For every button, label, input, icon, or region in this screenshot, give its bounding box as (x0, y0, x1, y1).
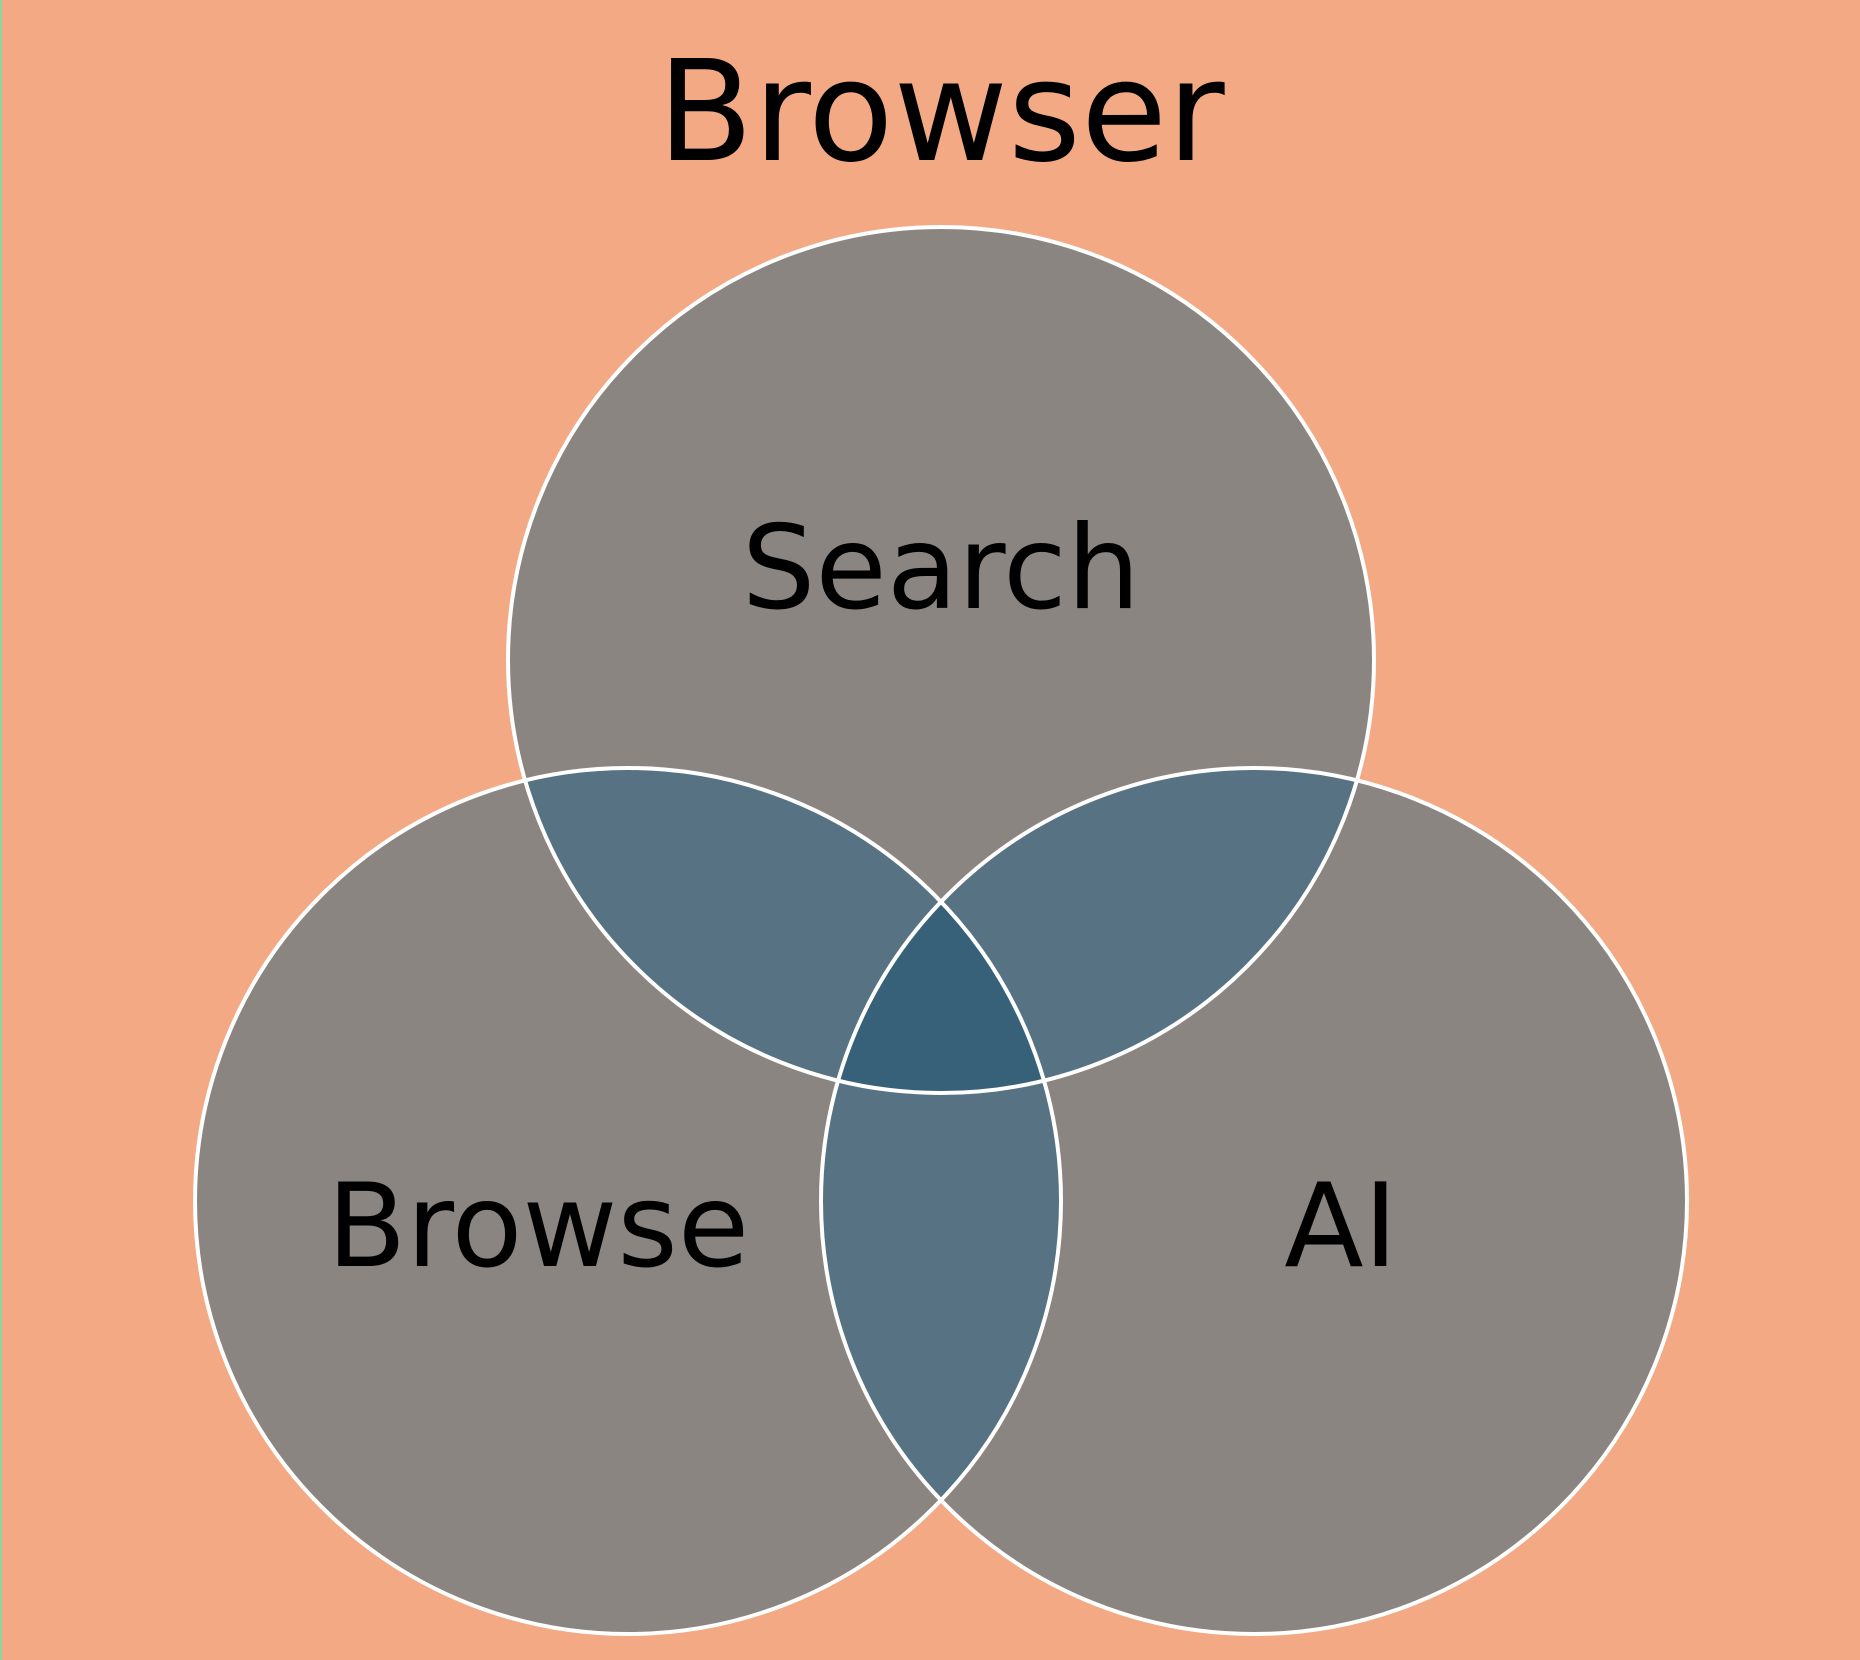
outline-browse (193, 766, 1063, 1636)
set-label-browse: Browse (327, 1159, 749, 1294)
set-label-ai: AI (1284, 1159, 1398, 1294)
set-label-search: Search (742, 501, 1141, 636)
outline-search (506, 225, 1376, 1095)
diagram-title: Browser (657, 31, 1225, 194)
overlap-search-browse (508, 768, 1061, 1093)
overlap-search-ai (821, 768, 1374, 1093)
outline-ai (819, 766, 1689, 1636)
